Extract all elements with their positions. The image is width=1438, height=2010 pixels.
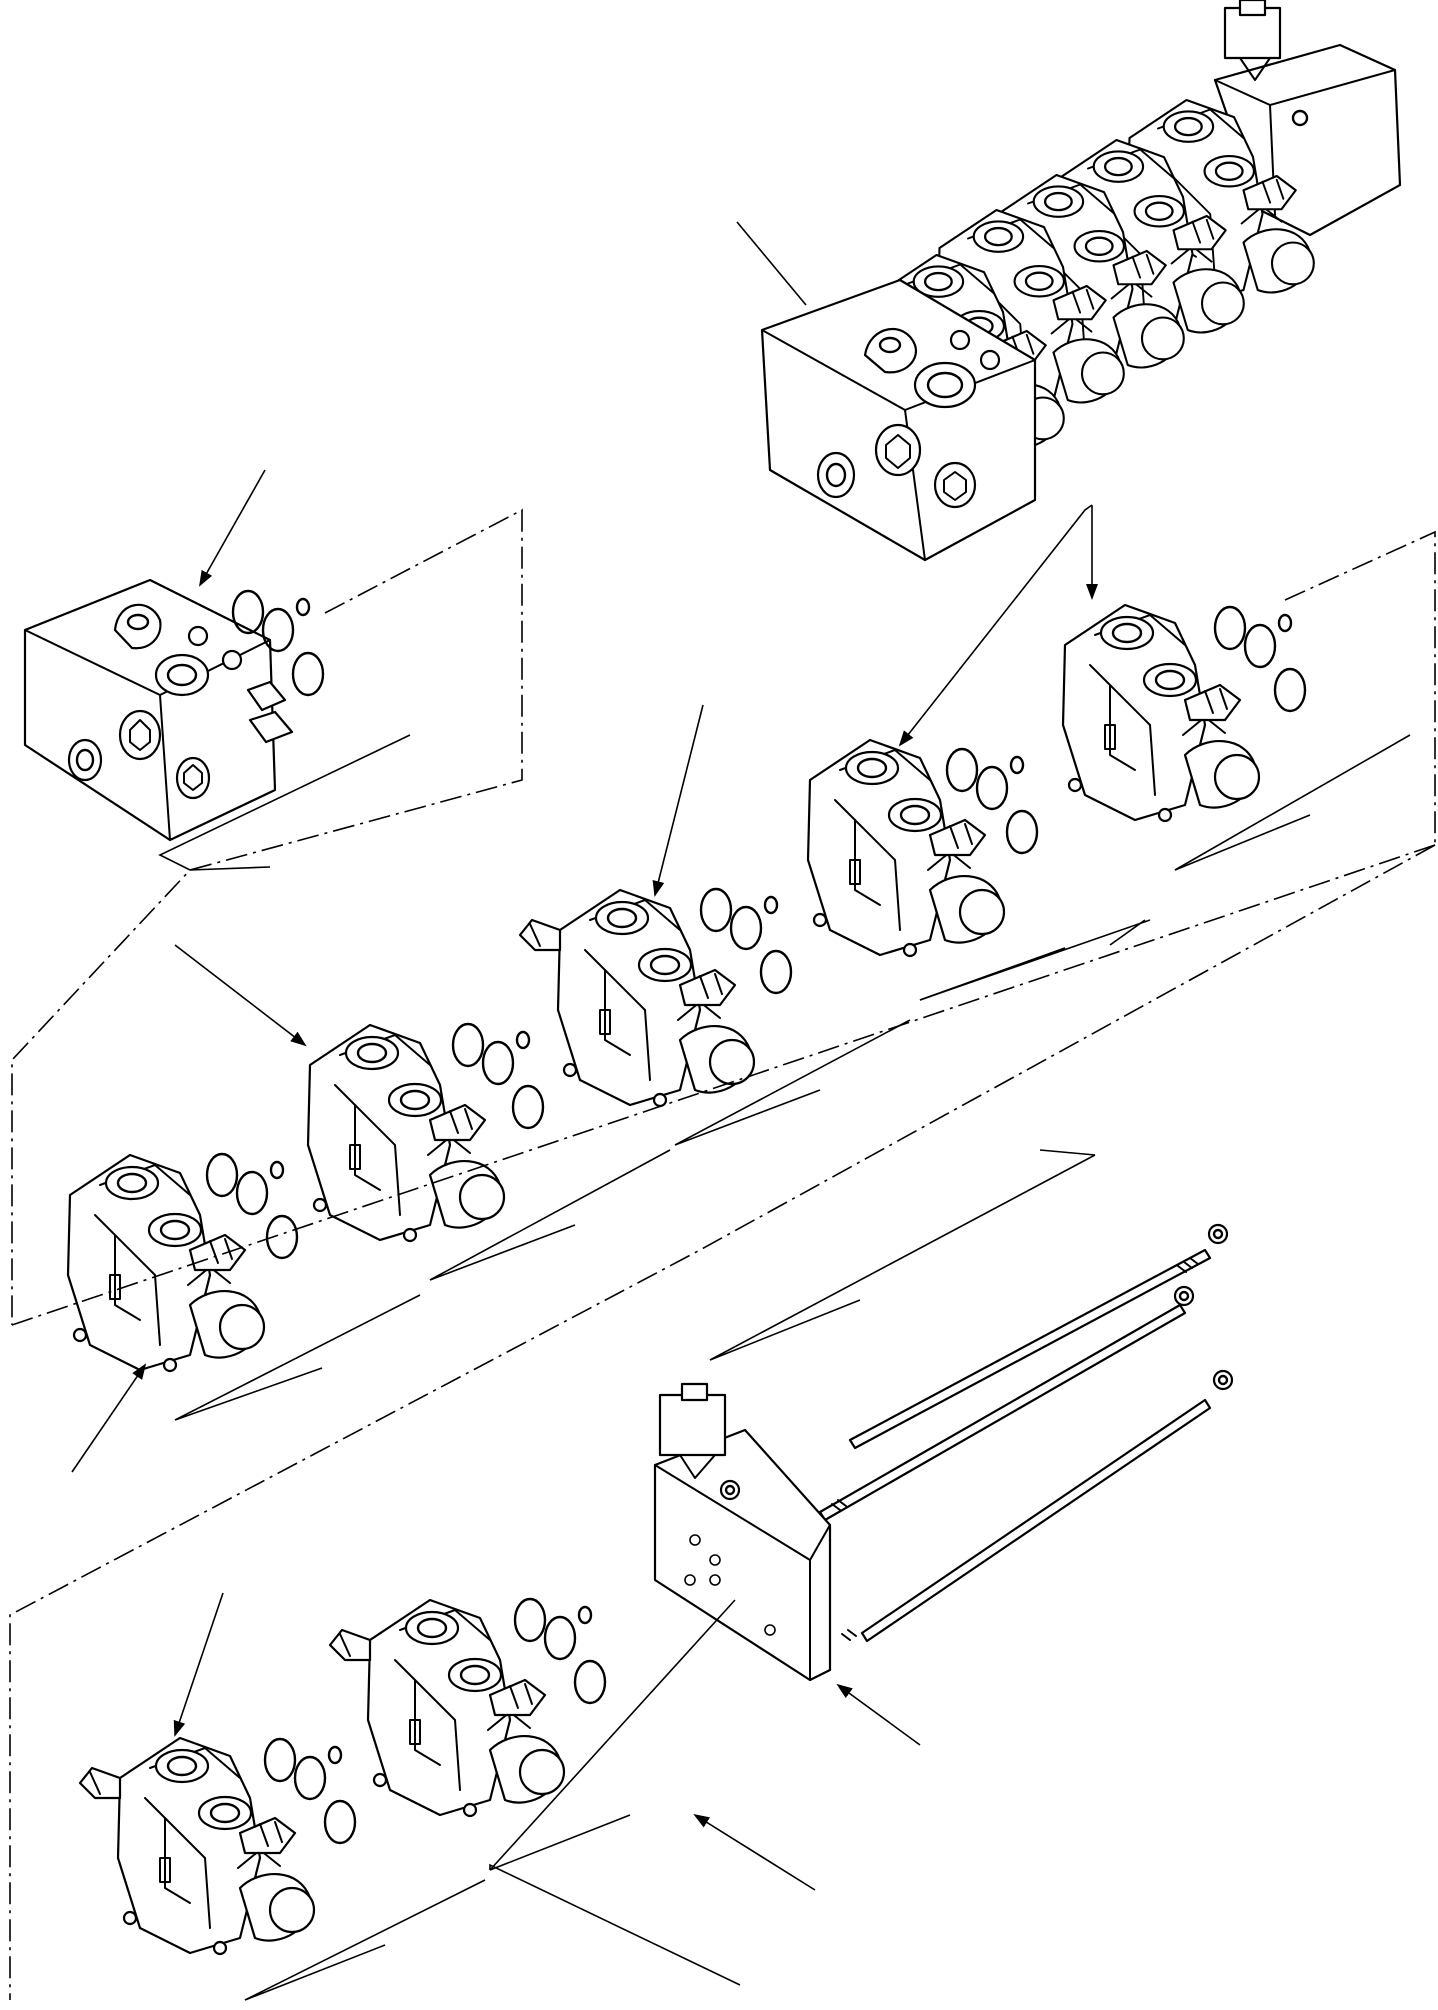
valve-section-6 — [330, 1600, 564, 1816]
tie-rods — [818, 1223, 1234, 1643]
valve-section-2 — [808, 740, 1004, 956]
valve-section-1 — [1063, 605, 1259, 821]
valve-section-3 — [520, 890, 754, 1106]
valve-section-4 — [308, 1025, 504, 1241]
leader-arrow — [199, 469, 266, 587]
leader-line — [736, 221, 807, 306]
inlet-block — [23, 578, 294, 842]
leader-arrow — [173, 1592, 224, 1737]
leader-arrow — [652, 704, 704, 897]
leader-arrow — [898, 504, 1093, 747]
assembled-valve-bank — [760, 0, 1402, 562]
leader-arrow — [836, 1683, 921, 1746]
assembly-frames — [9, 508, 1436, 2001]
valve-section-7 — [80, 1738, 314, 1954]
leader-arrow — [693, 1813, 816, 1891]
leader-arrow — [174, 944, 307, 1047]
leader-arrow — [71, 1363, 147, 1473]
outlet-block — [653, 1382, 832, 1682]
